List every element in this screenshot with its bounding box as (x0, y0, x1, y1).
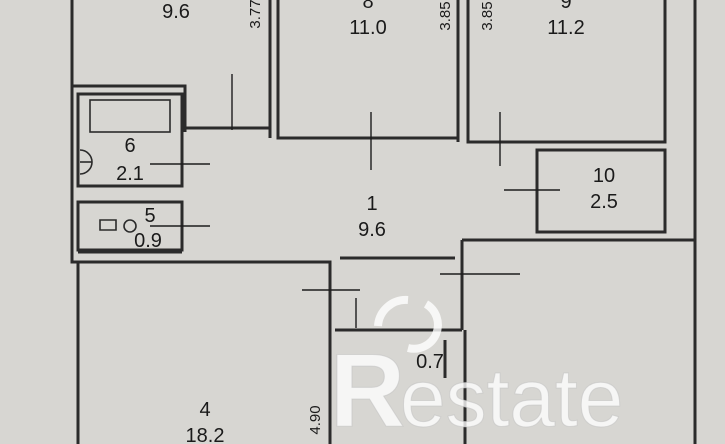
room-0-7-area: 0.7 (416, 351, 444, 373)
bathroom-fixtures (79, 149, 137, 233)
watermark-logo: R estate (330, 295, 624, 444)
room-10-number: 10 (593, 165, 615, 187)
room-labels: 9.6 8 11.0 9 11.2 6 2.1 10 2.5 5 0.9 1 9… (116, 0, 618, 444)
dimension-3-85-right: 3.85 (479, 1, 496, 30)
room-8-number: 8 (362, 0, 373, 13)
room-4-area: 18.2 (186, 425, 225, 444)
dimension-3-77: 3.77 (247, 0, 264, 29)
room-9-6-area: 9.6 (162, 1, 190, 23)
room-8-area: 11.0 (349, 17, 386, 39)
room-6-number: 6 (124, 135, 135, 157)
room-10-area: 2.5 (590, 191, 618, 213)
door-marks (150, 74, 560, 328)
room-9-number: 9 (560, 0, 571, 13)
dimension-labels: 3.77 3.85 3.85 4.90 (247, 0, 496, 435)
room-6-area: 2.1 (116, 163, 144, 185)
dimension-3-85-left: 3.85 (437, 1, 454, 30)
room-4-number: 4 (199, 399, 210, 421)
room-5-number: 5 (144, 205, 155, 227)
dimension-4-90: 4.90 (307, 405, 324, 434)
room-1-number: 1 (366, 193, 377, 215)
room-5-area: 0.9 (134, 230, 162, 252)
walls (70, 0, 697, 444)
room-1-area: 9.6 (358, 219, 386, 241)
watermark-letter: R (330, 333, 405, 444)
room-9-area: 11.2 (547, 17, 584, 39)
watermark-text: estate (400, 353, 623, 444)
